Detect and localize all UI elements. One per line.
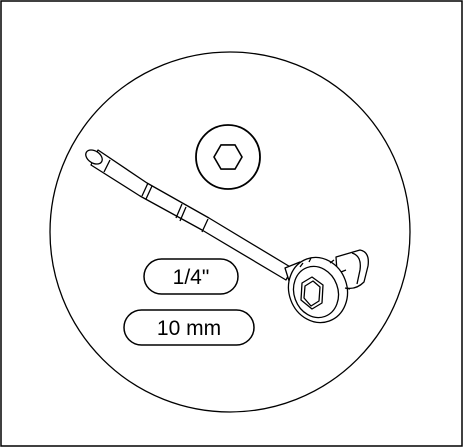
drive-size-label: 1/4" <box>173 266 210 289</box>
hexagon-socket-icon <box>195 124 261 190</box>
socket-size-label: 10 mm <box>157 317 221 340</box>
ratchet-wrench-icon <box>85 149 369 324</box>
drive-size-badge: 1/4" <box>143 258 239 295</box>
socket-size-badge: 10 mm <box>123 309 255 346</box>
